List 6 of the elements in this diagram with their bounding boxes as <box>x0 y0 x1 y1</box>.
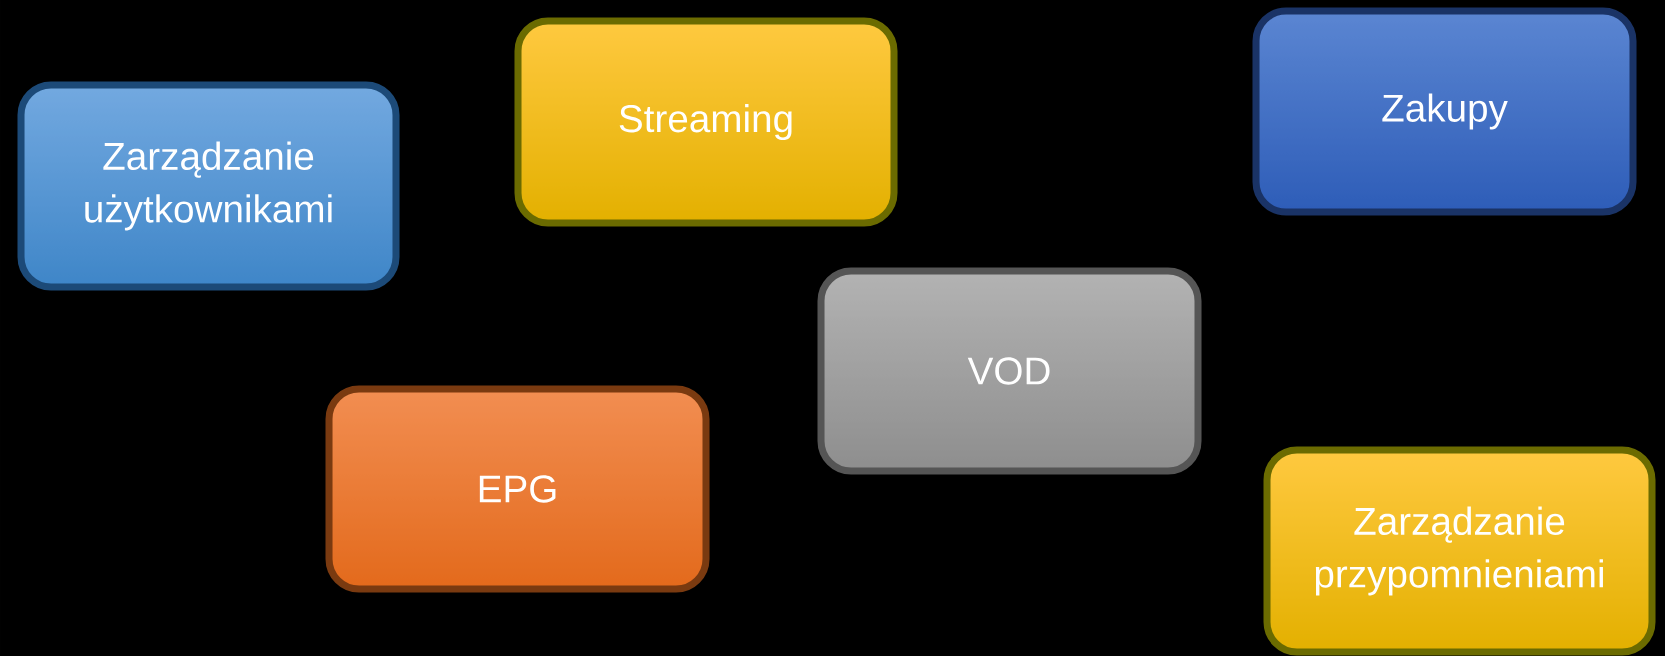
process-box: Zarządzanie przypomnieniami <box>1263 446 1656 656</box>
process-box: Zarządzanie użytkownikami <box>17 81 400 291</box>
process-box: EPG <box>325 385 710 593</box>
process-box: VOD <box>817 267 1202 475</box>
process-box: Streaming <box>514 17 898 227</box>
process-box: Zakupy <box>1252 7 1637 216</box>
